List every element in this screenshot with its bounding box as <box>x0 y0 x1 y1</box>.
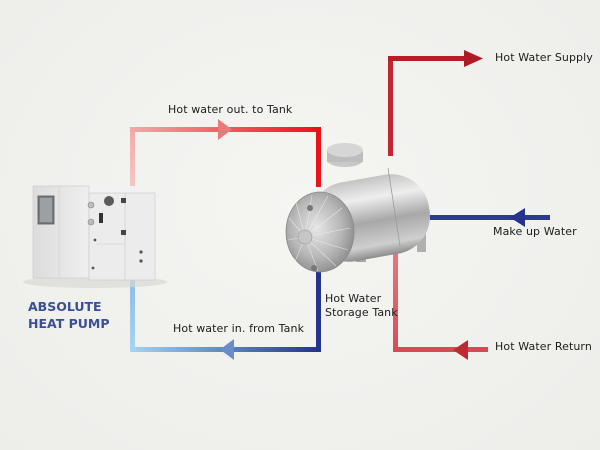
heat-pump-unit <box>23 185 167 288</box>
arrow-right-icon <box>218 119 232 140</box>
pipe-hot-in-from-tank <box>130 270 321 360</box>
pipe-hot-water-return <box>393 250 488 360</box>
arrow-left-icon <box>453 340 468 360</box>
arrow-left-icon <box>220 339 234 360</box>
label-heat-pump-line1: ABSOLUTE <box>28 299 102 314</box>
label-storage-tank: Hot Water Storage Tank <box>325 292 398 320</box>
label-hot-water-in-from-tank: Hot water in. from Tank <box>173 322 305 335</box>
label-make-up-water: Make up Water <box>493 225 577 238</box>
pipe-hot-water-supply <box>388 50 483 156</box>
label-heat-pump: ABSOLUTE HEAT PUMP <box>28 298 110 332</box>
label-storage-tank-line2: Storage Tank <box>325 306 398 319</box>
label-hot-water-supply: Hot Water Supply <box>495 51 593 64</box>
label-heat-pump-line2: HEAT PUMP <box>28 316 110 331</box>
label-storage-tank-line1: Hot Water <box>325 292 382 305</box>
pipe-make-up-water <box>430 208 550 227</box>
arrow-left-icon <box>510 208 525 227</box>
arrow-right-icon <box>464 50 483 67</box>
label-hot-water-return: Hot Water Return <box>495 340 592 353</box>
storage-tank <box>285 143 431 273</box>
pipe-hot-out-to-tank <box>130 119 321 187</box>
label-hot-water-out-to-tank: Hot water out. to Tank <box>168 103 293 116</box>
